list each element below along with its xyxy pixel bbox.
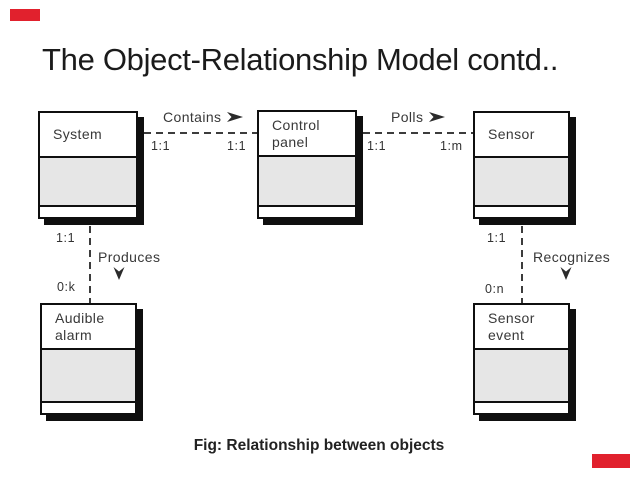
box-operations-compartment (475, 403, 568, 413)
relationship-name: Contains (163, 109, 222, 125)
cardinality-contains-to: 1:1 (227, 139, 247, 153)
relationship-line-produces (89, 226, 91, 303)
down-arrowhead-icon (113, 267, 125, 280)
page-title: The Object-Relationship Model contd.. (42, 42, 559, 77)
down-arrowhead-icon (560, 267, 572, 280)
box-label: Control panel (272, 116, 320, 150)
relationship-line-polls (363, 132, 473, 134)
relationship-name: Produces (98, 249, 161, 265)
red-accent-bar-bottom-right (592, 454, 630, 468)
object-box-sensor-event: Sensor event (473, 303, 570, 415)
object-box-control-panel: Control panel (257, 110, 357, 219)
relationship-line-contains (144, 132, 257, 134)
box-operations-compartment (42, 403, 135, 413)
box-name-compartment: Sensor (475, 113, 568, 156)
relationship-label-polls: Polls (391, 109, 446, 125)
right-arrowhead-icon (227, 112, 244, 122)
object-box-sensor: Sensor (473, 111, 570, 219)
object-box-system: System (38, 111, 138, 219)
cardinality-recognizes-to: 0:n (485, 282, 505, 296)
cardinality-produces-to: 0:k (57, 280, 76, 294)
box-name-compartment: Control panel (259, 112, 355, 155)
box-label: alarm (55, 326, 93, 343)
cardinality-produces-from: 1:1 (56, 231, 76, 245)
cardinality-recognizes-from: 1:1 (487, 231, 507, 245)
box-label: System (53, 126, 103, 143)
box-attributes-compartment (475, 156, 568, 207)
right-arrowhead-icon (429, 112, 446, 122)
box-label: event (488, 326, 525, 343)
relationship-label-produces: Produces (98, 249, 160, 265)
box-label: Audible (55, 309, 105, 326)
box-operations-compartment (259, 207, 355, 217)
box-operations-compartment (40, 207, 136, 217)
cardinality-polls-from: 1:1 (367, 139, 387, 153)
relationship-label-contains: Contains (163, 109, 244, 125)
box-operations-compartment (475, 207, 568, 217)
relationship-name: Polls (391, 109, 424, 125)
box-attributes-compartment (259, 155, 355, 207)
box-attributes-compartment (475, 348, 568, 403)
box-attributes-compartment (42, 348, 135, 403)
relationship-name: Recognizes (533, 249, 611, 265)
box-name-compartment: Sensor event (475, 305, 568, 348)
relationship-label-recognizes: Recognizes (533, 249, 610, 265)
box-attributes-compartment (40, 156, 136, 207)
cardinality-polls-to: 1:m (440, 139, 463, 153)
box-name-compartment: System (40, 113, 136, 156)
cardinality-contains-from: 1:1 (151, 139, 171, 153)
box-name-compartment: Audible alarm (42, 305, 135, 348)
object-box-audible-alarm: Audible alarm (40, 303, 137, 415)
figure-caption: Fig: Relationship between objects (193, 437, 445, 454)
box-label: Sensor (488, 126, 535, 143)
red-accent-bar-top-left (10, 9, 40, 21)
box-label: Sensor (488, 309, 535, 326)
relationship-line-recognizes (521, 226, 523, 303)
